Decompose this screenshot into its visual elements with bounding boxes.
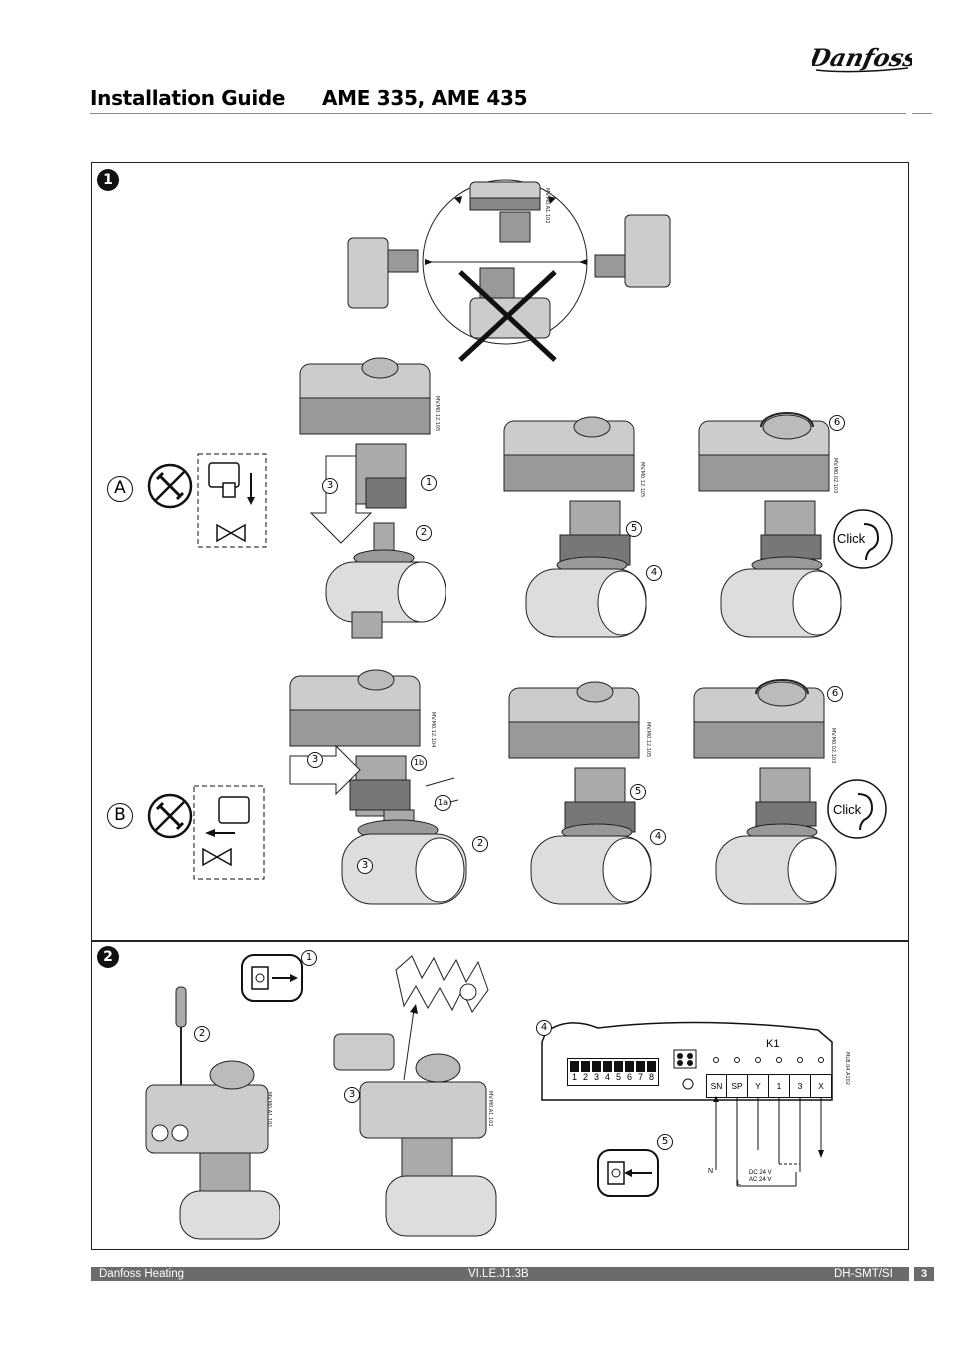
- step-number: 5: [657, 1134, 673, 1150]
- dip-number: 3: [593, 1072, 599, 1082]
- terminal-sp[interactable]: SP: [727, 1074, 748, 1098]
- row-a-label: A: [107, 476, 133, 502]
- footer-doc-code: VI.LE.J1.3B: [468, 1268, 529, 1280]
- dip-switch[interactable]: 1 2 3 4 5 6 7 8: [567, 1058, 659, 1086]
- dip-toggle[interactable]: [636, 1061, 645, 1072]
- step-number: 1a: [435, 795, 451, 811]
- terminal-3[interactable]: 3: [790, 1074, 811, 1098]
- orientation-diagram: [347, 179, 671, 362]
- terminal-1[interactable]: 1: [769, 1074, 790, 1098]
- dip-number: 1: [571, 1072, 577, 1082]
- footer-department: DH-SMT/SI: [834, 1268, 893, 1280]
- drawing-code: MV.M0.12.105: [645, 722, 651, 758]
- dip-toggle[interactable]: [603, 1061, 612, 1072]
- neutral-label: N: [708, 1168, 714, 1175]
- click-label: Click: [833, 802, 862, 817]
- line-label: L: [737, 1180, 741, 1187]
- dip-toggle[interactable]: [625, 1061, 634, 1072]
- terminal-y[interactable]: Y: [748, 1074, 769, 1098]
- step-number: 1: [301, 950, 317, 966]
- step-number: 3: [357, 858, 373, 874]
- dip-toggle[interactable]: [614, 1061, 623, 1072]
- cover-removed-illustration: [333, 955, 497, 1237]
- dip-toggle[interactable]: [581, 1061, 590, 1072]
- drawing-code: MV.M0.A1.102: [544, 188, 550, 224]
- page-title: Installation Guide: [90, 86, 286, 110]
- drawing-code: MV.M0.A1.102: [487, 1091, 493, 1127]
- step-number: 3: [344, 1087, 360, 1103]
- product-model: AME 335, AME 435: [322, 86, 528, 110]
- dip-number: 2: [582, 1072, 588, 1082]
- drawing-code: MV.M0.12.105: [639, 462, 645, 498]
- step-number: 3: [322, 478, 338, 494]
- step-b2-illustration: [508, 681, 652, 905]
- dip-number: 6: [626, 1072, 632, 1082]
- drawing-code: MV.M0.12.104: [430, 712, 436, 748]
- drawing-code: MV.M0.02.103: [832, 458, 838, 494]
- step-number: 2: [194, 1026, 210, 1042]
- step-number: 4: [650, 829, 666, 845]
- dip-toggle[interactable]: [647, 1061, 656, 1072]
- no-tool-icon: [147, 463, 193, 509]
- step-number: 1b: [411, 755, 427, 771]
- step-number: 4: [646, 565, 662, 581]
- step-number: 6: [829, 415, 845, 431]
- section-2-badge: 2: [97, 946, 119, 968]
- step-number: 6: [827, 686, 843, 702]
- step-number: 5: [626, 521, 642, 537]
- supply-ac-label: AC 24 V: [749, 1177, 772, 1183]
- section-divider: [91, 940, 909, 942]
- page-number: 3: [914, 1267, 934, 1281]
- click-label: Click: [837, 531, 866, 546]
- terminal-block-label: K1: [766, 1038, 780, 1050]
- dip-toggle[interactable]: [592, 1061, 601, 1072]
- terminal-strip: SN SP Y 1 3 X: [706, 1074, 832, 1098]
- step-number: 1: [421, 475, 437, 491]
- supply-dc-label: DC 24 V: [749, 1170, 772, 1176]
- step-number: 3: [307, 752, 323, 768]
- footer-bar: [91, 1267, 909, 1281]
- dip-number: 7: [637, 1072, 643, 1082]
- title-rule: [90, 113, 906, 114]
- title-row: Installation Guide AME 335, AME 435: [90, 86, 910, 116]
- step-number: 2: [472, 836, 488, 852]
- step-number: 4: [536, 1020, 552, 1036]
- danfoss-logo: Danfoss: [812, 43, 912, 73]
- step-a3-illustration: [698, 412, 842, 638]
- click-icon: [833, 509, 893, 569]
- wiring-lines: [713, 1057, 824, 1187]
- step-number: 2: [416, 525, 432, 541]
- step-a1-illustration: [299, 357, 446, 639]
- dip-toggle[interactable]: [570, 1061, 579, 1072]
- drawing-code: MV.M0.02.103: [830, 728, 836, 764]
- step-b1-illustration: [289, 669, 467, 905]
- svg-text:Danfoss: Danfoss: [812, 43, 912, 72]
- power-disconnect-icon: [241, 954, 303, 1002]
- cover-screw-illustration: [145, 986, 280, 1240]
- drawing-code: MV.M0.12.105: [434, 396, 440, 432]
- step-number: 5: [630, 784, 646, 800]
- power-reconnect-icon: [597, 1149, 659, 1197]
- click-icon: [827, 779, 887, 839]
- step-b3-illustration: [693, 679, 837, 905]
- mounting-direction-icon-b: [193, 785, 265, 880]
- dip-number: 5: [615, 1072, 621, 1082]
- row-b-label: B: [107, 803, 133, 829]
- figure-frame: [91, 162, 909, 1250]
- section-1-badge: 1: [97, 169, 119, 191]
- dip-number: 8: [648, 1072, 654, 1082]
- dip-number: 4: [604, 1072, 610, 1082]
- jumper-and-led: [673, 1049, 697, 1090]
- mounting-direction-icon-a: [197, 453, 267, 548]
- drawing-code: MLB.04.A102: [844, 1052, 850, 1086]
- footer-company: Danfoss Heating: [99, 1268, 185, 1280]
- no-tool-icon: [147, 793, 193, 839]
- drawing-code: MV.M0.A1.101: [266, 1092, 272, 1128]
- terminal-x[interactable]: X: [811, 1074, 832, 1098]
- title-rule-end: [912, 113, 932, 114]
- step-a2-illustration: [503, 416, 647, 638]
